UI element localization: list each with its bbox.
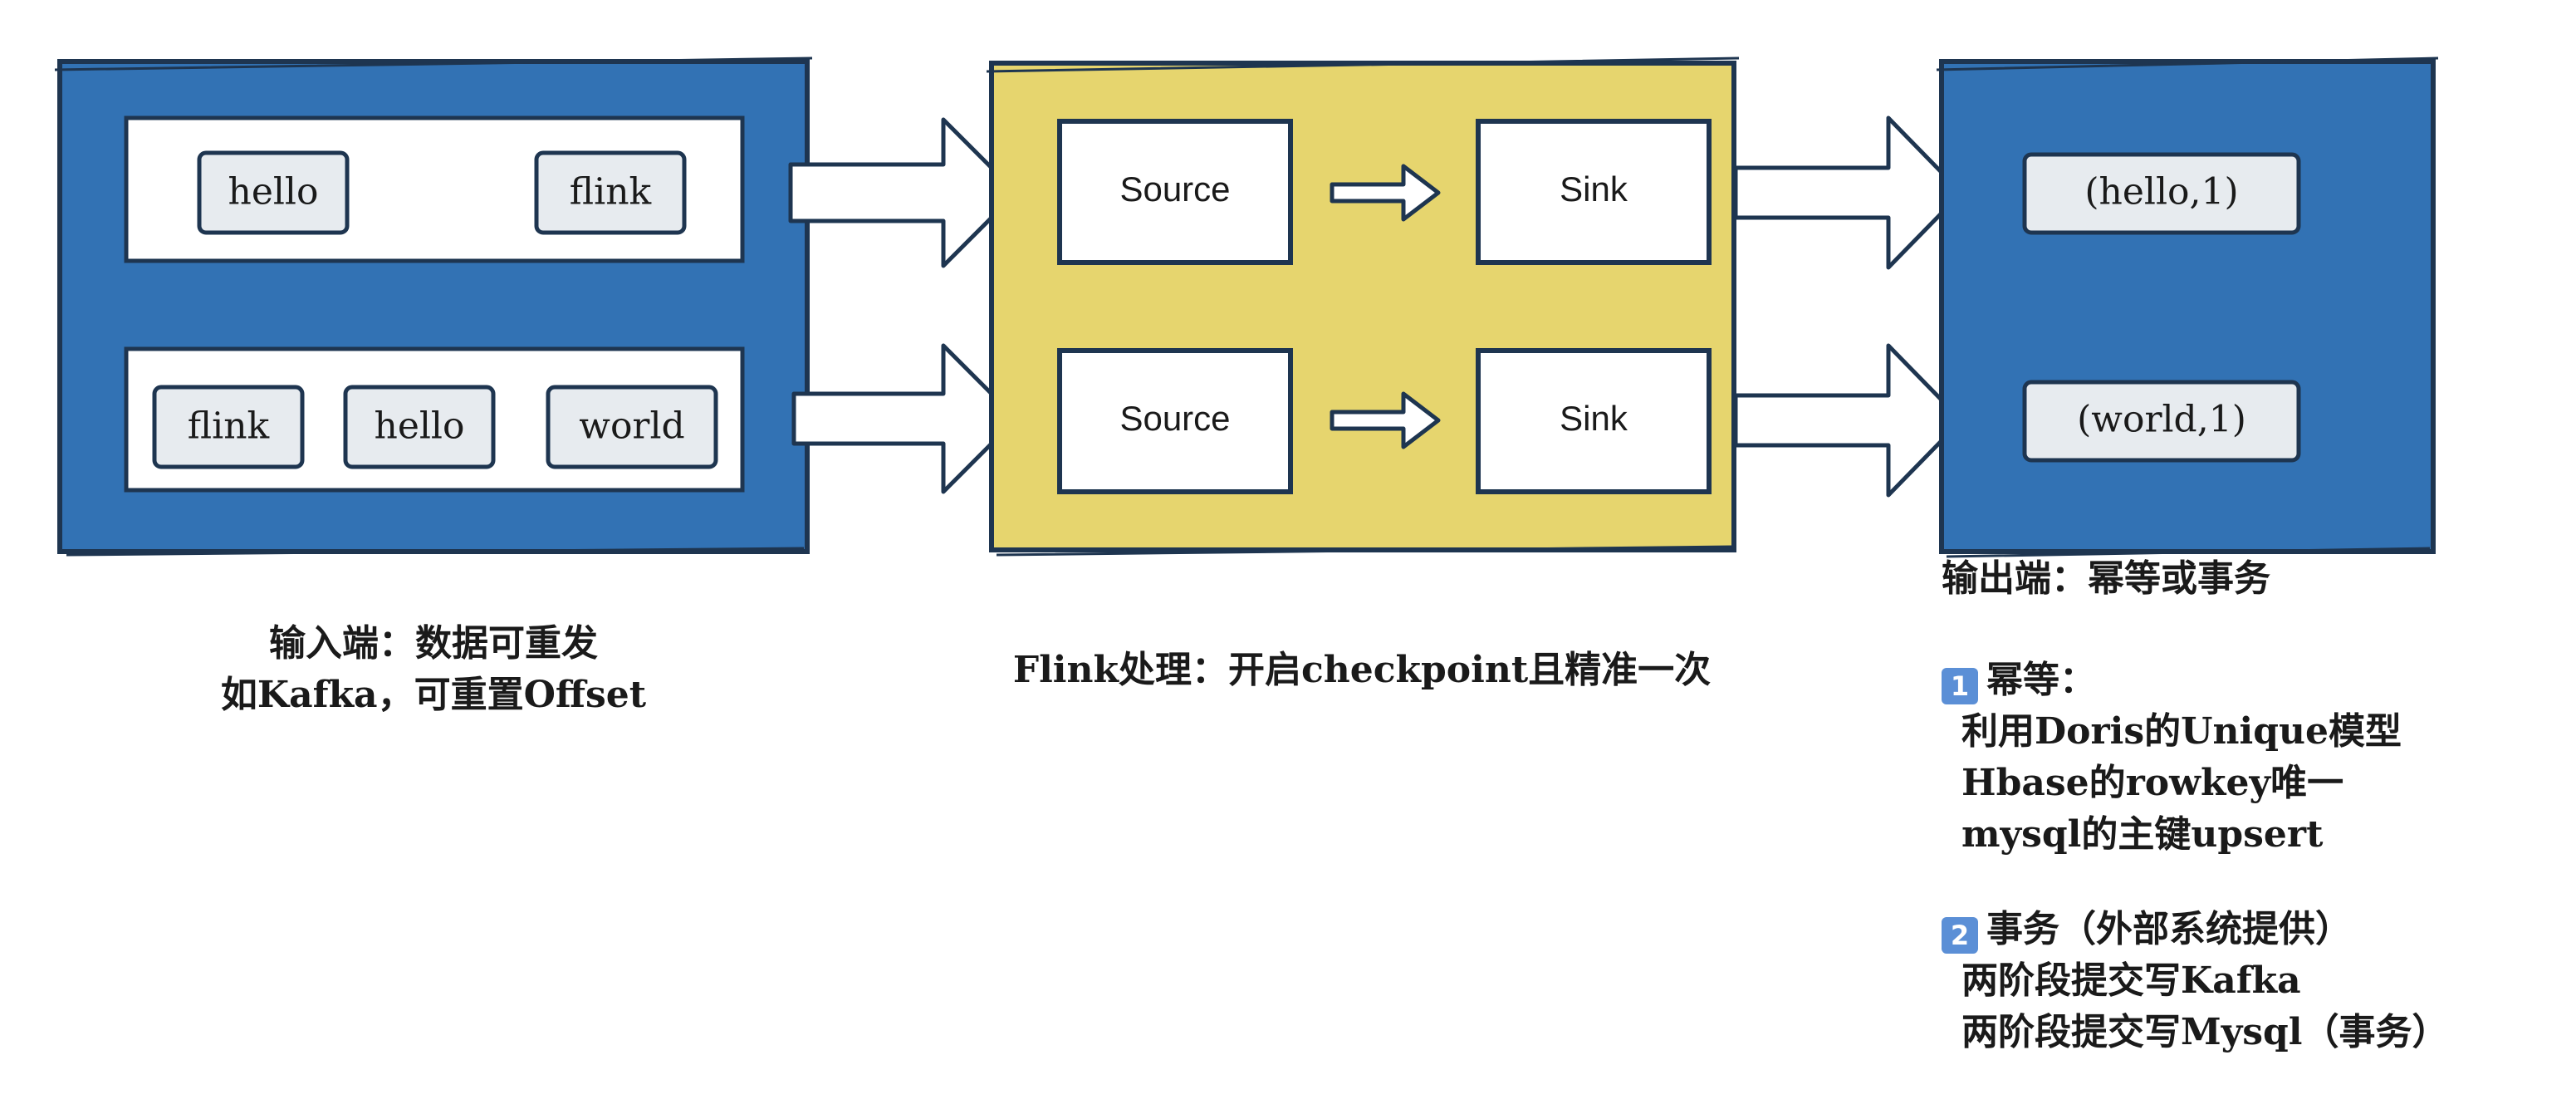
output-caption-title: 输出端：幂等或事务: [1942, 557, 2270, 600]
arrow-input-to-source-2: [791, 343, 1019, 494]
idempotent-title: 幂等：: [1986, 659, 2096, 701]
idempotent-list: 利用Doris的Unique模型 Hbase的rowkey唯一 mysql的主键…: [1942, 706, 2402, 861]
source-label: Source: [1119, 399, 1230, 438]
transaction-list: 两阶段提交写Kafka 两阶段提交写Mysql（事务）: [1942, 955, 2449, 1058]
token-label: world: [579, 405, 684, 448]
sink-label: Sink: [1560, 169, 1628, 209]
input-stream-row-1: hello flink: [124, 115, 745, 263]
token-label: hello: [374, 405, 464, 448]
transaction-title: 事务（外部系统提供）: [1986, 908, 2352, 950]
input-stream-row-2: flink hello world: [124, 346, 745, 493]
token-label: hello: [228, 171, 318, 213]
sink-operator-1: Sink: [1476, 119, 1712, 265]
token-hello: hello: [197, 150, 350, 235]
result-label: (hello,1): [2084, 171, 2238, 213]
sink-operator-2: Sink: [1476, 348, 1712, 494]
source-operator-1: Source: [1057, 119, 1293, 265]
flow-arrow-1: [1330, 164, 1441, 222]
result-world: (world,1): [2022, 380, 2301, 463]
source-label: Source: [1119, 169, 1230, 209]
idempotent-item: 利用Doris的Unique模型: [1961, 710, 2402, 753]
token-world: world: [546, 385, 718, 469]
transaction-item: 两阶段提交写Kafka: [1961, 959, 2301, 1002]
sink-label: Sink: [1560, 399, 1628, 438]
token-flink: flink: [152, 385, 305, 469]
source-operator-2: Source: [1057, 348, 1293, 494]
number-one-badge-icon: 1: [1942, 668, 1978, 704]
input-panel: hello flink flink hello world: [54, 56, 813, 557]
arrow-input-to-source-1: [788, 117, 1019, 268]
result-label: (world,1): [2077, 399, 2246, 441]
arrow-sink-to-output-2: [1733, 343, 1964, 498]
processing-panel: Source Sink Source Sink: [986, 56, 1740, 557]
arrow-sink-to-output-1: [1733, 115, 1964, 270]
input-caption-line-1: 输入端：数据可重发: [269, 622, 598, 665]
token-hello: hello: [343, 385, 496, 469]
idempotent-item: mysql的主键upsert: [1961, 813, 2324, 856]
token-label: flink: [570, 171, 652, 213]
input-caption-line-2: 如Kafka，可重置Offset: [220, 674, 647, 716]
output-panel: (hello,1) (world,1): [1936, 56, 2439, 558]
token-label: flink: [188, 405, 270, 448]
idempotent-item: Hbase的rowkey唯一: [1961, 762, 2344, 804]
input-caption: 输入端：数据可重发 如Kafka，可重置Offset: [0, 618, 867, 721]
result-hello: (hello,1): [2022, 152, 2301, 235]
transaction-item: 两阶段提交写Mysql（事务）: [1961, 1011, 2449, 1053]
processing-caption: Flink处理：开启checkpoint且精准一次: [1012, 649, 1712, 691]
number-two-badge-icon: 2: [1942, 917, 1978, 954]
flow-arrow-2: [1330, 391, 1441, 449]
output-caption: 输出端：幂等或事务: [1942, 553, 2270, 605]
token-flink: flink: [534, 150, 687, 235]
